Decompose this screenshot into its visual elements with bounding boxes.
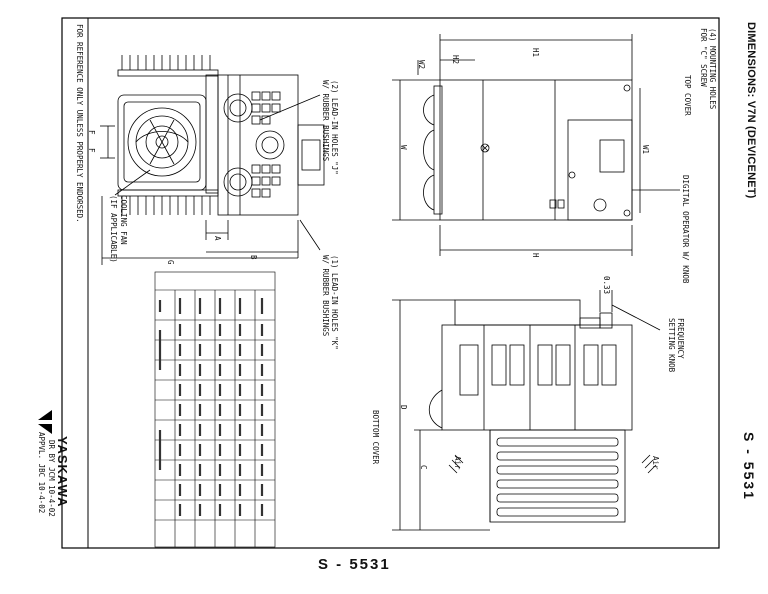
sheet-code-bottom: S - 5531 bbox=[318, 556, 391, 573]
bottom-cover-label: BOTTOM COVER bbox=[371, 410, 380, 465]
sheet-code-side: S - 5531 bbox=[741, 432, 757, 501]
frequency-knob-label-2: SETTING KNOB bbox=[667, 318, 676, 373]
mounting-holes-label: (4) MOUNTING HOLES bbox=[708, 28, 717, 110]
dim-a: A bbox=[213, 236, 222, 241]
lead-in-j-label: (2) LEAD-IN HOLES "J" bbox=[330, 80, 339, 175]
drawing-title: DIMENSIONS: V7N (DEVICENET) bbox=[745, 22, 757, 199]
cooling-fan-note: (IF APPLICABLE) bbox=[109, 195, 118, 263]
dimension-table bbox=[154, 271, 276, 548]
dim-w2: W2 bbox=[417, 60, 426, 70]
side-view-body bbox=[441, 324, 633, 431]
vent-slots bbox=[491, 344, 617, 386]
top-view-body bbox=[439, 79, 633, 221]
dim-b: B bbox=[249, 255, 258, 260]
dim-w: W bbox=[399, 145, 408, 150]
dim-h: H bbox=[531, 253, 540, 258]
end-view-body bbox=[217, 74, 299, 216]
cooling-fan-label: COOLING FAN bbox=[119, 195, 128, 245]
reference-note: FOR REFERENCE ONLY UNLESS PROPERLY ENDOR… bbox=[75, 24, 84, 223]
operator-knob bbox=[593, 198, 607, 212]
air-label-top: Air bbox=[453, 456, 462, 470]
dim-w1: W1 bbox=[641, 145, 650, 155]
dim-f-2: F bbox=[87, 148, 96, 153]
dim-c: C bbox=[419, 465, 428, 470]
mounting-holes-screw: FOR "C" SCREW bbox=[699, 28, 708, 87]
dim-f-1: F bbox=[87, 130, 96, 135]
dim-h2: H2 bbox=[451, 55, 460, 65]
brand-name: YASKAWA bbox=[55, 436, 70, 508]
yaskawa-logo-mark bbox=[38, 410, 52, 434]
lead-in-hole-k bbox=[255, 130, 285, 160]
fan-circle bbox=[127, 107, 197, 177]
lead-in-k-label: (1) LEAD-IN HOLES "K" bbox=[330, 255, 339, 350]
drawing-frame bbox=[61, 17, 720, 549]
digital-operator-label: DIGITAL OPERATOR W/ KNOB bbox=[681, 175, 690, 284]
top-cover-label: TOP COVER bbox=[683, 75, 692, 116]
mounting-hole bbox=[623, 84, 631, 92]
dim-d: D bbox=[399, 405, 408, 410]
heatsink-fins-top bbox=[117, 55, 219, 77]
drawn-by: DR BY JCM 10-4-02 bbox=[47, 440, 56, 517]
dim-033: 0.33 bbox=[602, 276, 611, 295]
end-view-fan bbox=[100, 55, 325, 265]
approved-by: APPVL. JBC 10-4-02 bbox=[37, 432, 46, 514]
dim-g: G bbox=[166, 260, 175, 265]
digital-operator bbox=[567, 119, 633, 221]
dim-h1: H1 bbox=[531, 48, 540, 58]
lead-in-k-bushing: W/ RUBBER BUSHINGS bbox=[321, 255, 330, 337]
lead-in-j-bushing: W/ RUBBER BUSHINGS bbox=[321, 80, 330, 162]
frequency-knob-label: FREQUENCY bbox=[676, 318, 685, 359]
terminal-grid bbox=[251, 91, 281, 198]
top-view bbox=[392, 34, 680, 256]
heatsink-fins-bottom bbox=[117, 189, 219, 215]
side-view bbox=[392, 290, 661, 531]
frequency-knob bbox=[599, 312, 613, 329]
air-label-bottom: Air bbox=[651, 456, 660, 470]
